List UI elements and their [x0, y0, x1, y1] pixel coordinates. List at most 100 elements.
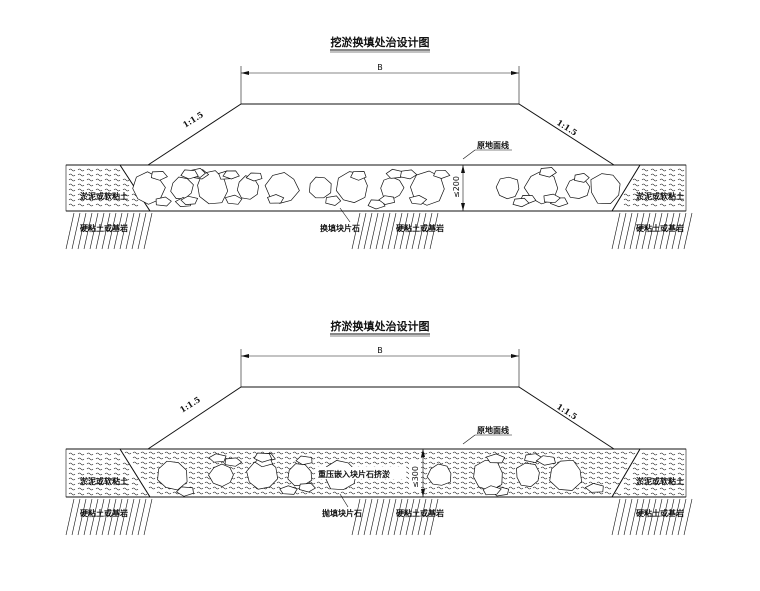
mud-mark — [604, 466, 612, 470]
mud-mark — [540, 476, 548, 480]
mud-mark — [659, 203, 667, 207]
mud-mark — [324, 456, 332, 460]
mud-mark — [364, 486, 372, 490]
mud-mark — [172, 451, 180, 455]
mud-mark — [113, 198, 121, 202]
mud-mark — [500, 466, 508, 470]
mud-mark — [380, 481, 388, 485]
mud-mark — [113, 188, 121, 192]
mud-mark — [444, 456, 452, 460]
mud-mark — [196, 486, 204, 490]
mud-mark — [604, 476, 612, 480]
hatch-line — [683, 498, 693, 536]
mud-mark — [604, 461, 612, 465]
mud-mark — [460, 456, 468, 460]
mud-mark — [452, 491, 460, 495]
mud-mark — [580, 491, 588, 495]
stone-chip — [224, 194, 243, 205]
stone-chip — [378, 195, 396, 205]
mud-mark — [236, 466, 244, 470]
mud-mark — [620, 456, 628, 460]
mud-mark — [650, 477, 658, 481]
mud-mark — [113, 183, 121, 187]
hard-layer-right-label: 硬粘土或基岩 — [636, 508, 684, 518]
mud-mark — [420, 476, 428, 480]
hatch-line — [411, 498, 421, 536]
mud-mark — [677, 198, 685, 202]
mud-mark — [452, 466, 460, 470]
mud-mark — [95, 462, 103, 466]
mud-mark — [650, 452, 658, 456]
mud-mark — [604, 491, 612, 495]
mud-mark — [122, 178, 130, 182]
mud-mark — [620, 451, 628, 455]
mud-mark — [68, 168, 76, 172]
mud-mark — [436, 461, 444, 465]
mud-mark — [204, 461, 212, 465]
mud-mark — [564, 451, 572, 455]
mud-mark — [140, 461, 148, 465]
mud-mark — [68, 482, 76, 486]
mud-mark — [113, 487, 121, 491]
slope-left-label: 1:1.5 — [181, 109, 205, 129]
mud-mark — [220, 491, 228, 495]
stone-chip — [385, 168, 403, 179]
hatch-line — [369, 498, 379, 536]
mud-mark — [268, 491, 276, 495]
mud-mark — [372, 491, 380, 495]
mud-mark — [620, 461, 628, 465]
mud-mark — [623, 198, 631, 202]
mud-mark — [404, 456, 412, 460]
mud-mark — [172, 491, 180, 495]
mud-mark — [612, 476, 620, 480]
mud-mark — [420, 471, 428, 475]
mud-mark — [140, 466, 148, 470]
mud-mark — [364, 451, 372, 455]
mud-mark — [420, 486, 428, 490]
mud-mark — [548, 451, 556, 455]
hatch-line — [113, 498, 123, 536]
mud-mark — [677, 168, 685, 172]
mud-mark — [300, 491, 308, 495]
mud-mark — [632, 482, 640, 486]
stone — [549, 459, 582, 491]
mud-mark — [436, 451, 444, 455]
mud-mark — [492, 451, 500, 455]
mud-mark — [524, 451, 532, 455]
mud-mark — [113, 178, 121, 182]
mud-mark — [204, 476, 212, 480]
mud-mark — [444, 461, 452, 465]
fill-zone — [119, 448, 641, 498]
mud-mark — [77, 173, 85, 177]
mud-mark — [452, 486, 460, 490]
mud-mark — [632, 183, 640, 187]
mud-mark — [484, 451, 492, 455]
mud-mark — [77, 198, 85, 202]
mud-mark — [188, 481, 196, 485]
mud-mark — [548, 491, 556, 495]
mud-mark — [284, 461, 292, 465]
mud-mark — [95, 457, 103, 461]
hatch-line — [677, 212, 687, 250]
mud-mark — [244, 481, 252, 485]
mud-mark — [244, 486, 252, 490]
stone-chip — [325, 195, 342, 206]
mud-mark — [324, 491, 332, 495]
mud-mark — [104, 487, 112, 491]
mud-mark — [68, 452, 76, 456]
mud-mark — [396, 451, 404, 455]
stone-chip — [253, 452, 273, 463]
mud-mark — [596, 451, 604, 455]
mud-mark — [668, 178, 676, 182]
mud-mark — [659, 467, 667, 471]
mud-mark — [580, 456, 588, 460]
mud-mark — [244, 451, 252, 455]
mud-mark — [677, 452, 685, 456]
mud-mark — [650, 188, 658, 192]
mud-mark — [113, 203, 121, 207]
mud-mark — [316, 486, 324, 490]
mud-mark — [668, 173, 676, 177]
mud-mark — [540, 481, 548, 485]
mud-mark — [95, 178, 103, 182]
stone-chip — [208, 453, 227, 463]
